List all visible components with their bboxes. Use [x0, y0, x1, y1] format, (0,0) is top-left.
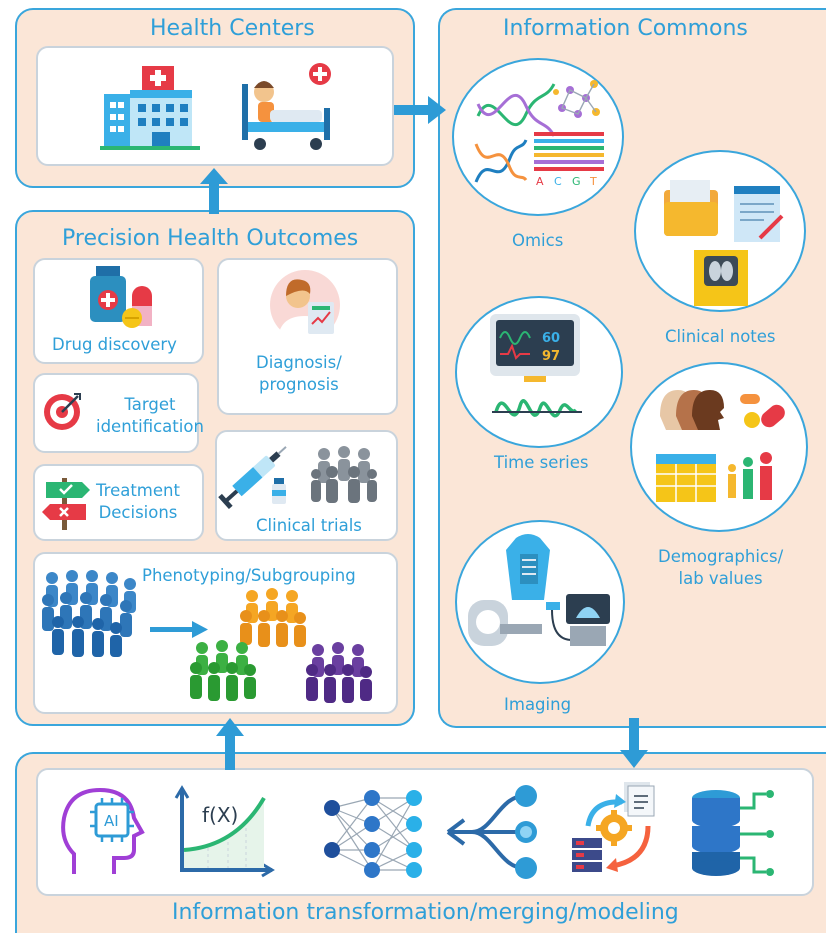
monitor-value-97: 97 — [542, 349, 560, 364]
neural-network-icon — [324, 790, 422, 878]
phenotyping-label: Phenotyping/Subgrouping — [142, 566, 356, 585]
people-group-icon — [311, 446, 377, 503]
treatment-card — [33, 464, 204, 541]
omics-circle — [452, 58, 624, 216]
patient-bed-icon — [242, 63, 331, 150]
treatment-label: Treatment Decisions — [96, 480, 180, 525]
monitor-value-60: 60 — [542, 331, 560, 346]
transformation-title: Information transformation/merging/model… — [172, 900, 679, 925]
omics-icon: A C G T — [474, 80, 604, 188]
function-label: f(X) — [202, 803, 238, 827]
diagnosis-label-line2: prognosis — [258, 375, 339, 395]
diagnosis-label-line1: Diagnosis/ — [256, 353, 342, 372]
orange-subgroup-icon — [240, 588, 306, 647]
health-centers-title: Health Centers — [150, 16, 315, 41]
omics-label: Omics — [512, 231, 564, 250]
signpost-icon — [42, 478, 90, 530]
clinical-notes-icon — [664, 180, 784, 306]
target-label-line1: Target — [124, 395, 176, 414]
demographics-label-line2: lab values — [678, 569, 763, 589]
merge-icon — [446, 785, 537, 879]
purple-subgroup-icon — [306, 642, 372, 703]
treatment-label-line1: Treatment — [96, 481, 180, 500]
demographics-icon — [656, 390, 785, 502]
database-icon — [692, 790, 774, 876]
ai-head-icon: AI — [61, 787, 145, 874]
omics-letter-c: C — [554, 175, 562, 188]
doctor-icon — [270, 270, 340, 342]
population-icon — [42, 570, 136, 657]
clinical-trials-label: Clinical trials — [256, 516, 362, 535]
arrow-up-to-health-centers — [200, 168, 228, 214]
target-icon — [44, 393, 81, 430]
arrow-up-to-precision-health — [216, 718, 244, 770]
function-chart-icon: f(X) — [174, 785, 275, 878]
information-commons-title: Information Commons — [503, 16, 748, 41]
data-processing-icon — [572, 782, 655, 872]
imaging-icon — [468, 534, 610, 646]
target-label-line2: identification — [96, 417, 204, 437]
diagnosis-label: Diagnosis/ prognosis — [256, 352, 342, 397]
arrow-right-to-information-commons — [394, 96, 446, 124]
transformation-inner — [36, 768, 814, 896]
imaging-label: Imaging — [504, 695, 572, 714]
time-series-icon: 60 97 — [490, 314, 582, 418]
hospital-icon — [100, 66, 200, 150]
arrow-down-to-transformation — [620, 718, 648, 768]
drug-bottle-icon — [90, 266, 152, 328]
syringe-icon — [218, 446, 287, 510]
demographics-label: Demographics/ lab values — [658, 546, 783, 591]
demographics-label-line1: Demographics/ — [658, 547, 784, 566]
omics-letter-a: A — [536, 175, 544, 188]
time-series-label: Time series — [494, 453, 589, 472]
clinical-notes-label: Clinical notes — [665, 327, 776, 346]
ai-chip-label: AI — [104, 812, 119, 830]
omics-letter-t: T — [589, 175, 597, 188]
treatment-label-line2: Decisions — [98, 503, 178, 523]
health-centers-inner — [36, 46, 394, 166]
precision-health-title: Precision Health Outcomes — [62, 226, 359, 251]
target-label: Target identification — [96, 394, 204, 439]
demographics-circle — [630, 362, 808, 532]
omics-letter-g: G — [572, 175, 581, 188]
phenotyping-arrow-icon — [150, 621, 208, 638]
green-subgroup-icon — [190, 640, 256, 701]
drug-discovery-label: Drug discovery — [52, 335, 177, 354]
